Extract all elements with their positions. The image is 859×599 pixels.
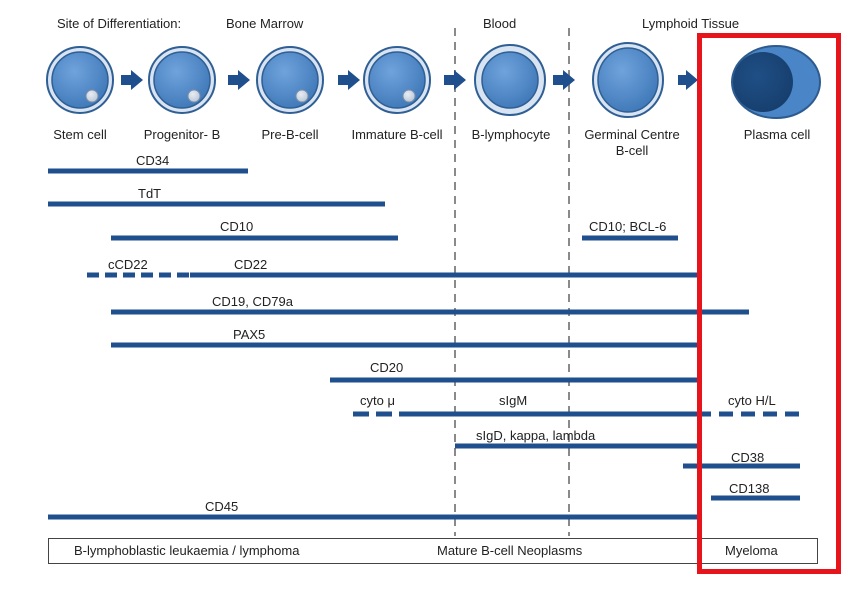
marker-label-cyto-mu: cyto μ	[360, 393, 395, 408]
arrow-2	[228, 70, 250, 90]
cell-label-immature-b: Immature B-cell	[351, 127, 443, 142]
cell-label-pre-b: Pre-B-cell	[261, 127, 319, 142]
cell-pre-b	[256, 46, 324, 114]
marker-label-cd10-bcl6: CD10; BCL-6	[589, 219, 667, 234]
cell-germinal-centre-b	[592, 42, 664, 118]
plasma-cell-highlight-box	[697, 33, 841, 574]
marker-label-sigd-kappa-lambda: sIgD, kappa, lambda	[476, 428, 596, 443]
cell-label-progenitor-b: Progenitor- B	[143, 127, 221, 142]
site-lymphoid-tissue: Lymphoid Tissue	[642, 16, 740, 31]
marker-label-cd38: CD38	[731, 450, 765, 465]
marker-label-cd10: CD10	[220, 219, 254, 234]
site-of-differentiation-label: Site of Differentiation:	[57, 16, 182, 31]
marker-label-ccd22: cCD22	[108, 257, 148, 272]
marker-label-cyto-hl: cyto H/L	[728, 393, 776, 408]
marker-label-cd19-cd79a: CD19, CD79a	[212, 294, 293, 309]
neoplasm-myeloma: Myeloma	[725, 543, 778, 558]
site-blood: Blood	[483, 16, 517, 31]
arrow-6	[678, 70, 698, 90]
arrow-4	[444, 70, 466, 90]
marker-label-cd45: CD45	[205, 499, 239, 514]
marker-label-tdt: TdT	[138, 186, 162, 201]
marker-label-cd34: CD34	[136, 153, 170, 168]
cell-label-plasma: Plasma cell	[743, 127, 811, 142]
cell-label-germinal-centre-b-cell: B-cell	[615, 143, 649, 158]
arrow-5	[553, 70, 575, 90]
arrow-group	[121, 70, 698, 90]
site-bone-marrow: Bone Marrow	[226, 16, 304, 31]
cell-b-lymphocyte	[474, 44, 546, 116]
marker-label-sigm: sIgM	[499, 393, 528, 408]
cell-label-germinal-centre: Germinal Centre	[584, 127, 680, 142]
marker-label-cd138: CD138	[729, 481, 770, 496]
marker-label-pax5: PAX5	[233, 327, 266, 342]
neoplasm-legend-box	[48, 538, 818, 564]
cell-label-b-lymphocyte: B-lymphocyte	[471, 127, 551, 142]
arrow-1	[121, 70, 143, 90]
marker-label-cd20: CD20	[370, 360, 404, 375]
arrow-3	[338, 70, 360, 90]
cell-label-stem: Stem cell	[53, 127, 107, 142]
cell-progenitor-b	[148, 46, 216, 114]
neoplasm-mature-b-cell: Mature B-cell Neoplasms	[437, 543, 583, 558]
marker-label-cd22: CD22	[234, 257, 268, 272]
neoplasm-b-lymphoblastic: B-lymphoblastic leukaemia / lymphoma	[74, 543, 300, 558]
cell-stem	[46, 46, 114, 114]
cell-plasma	[731, 45, 821, 119]
cell-immature-b	[363, 46, 431, 114]
